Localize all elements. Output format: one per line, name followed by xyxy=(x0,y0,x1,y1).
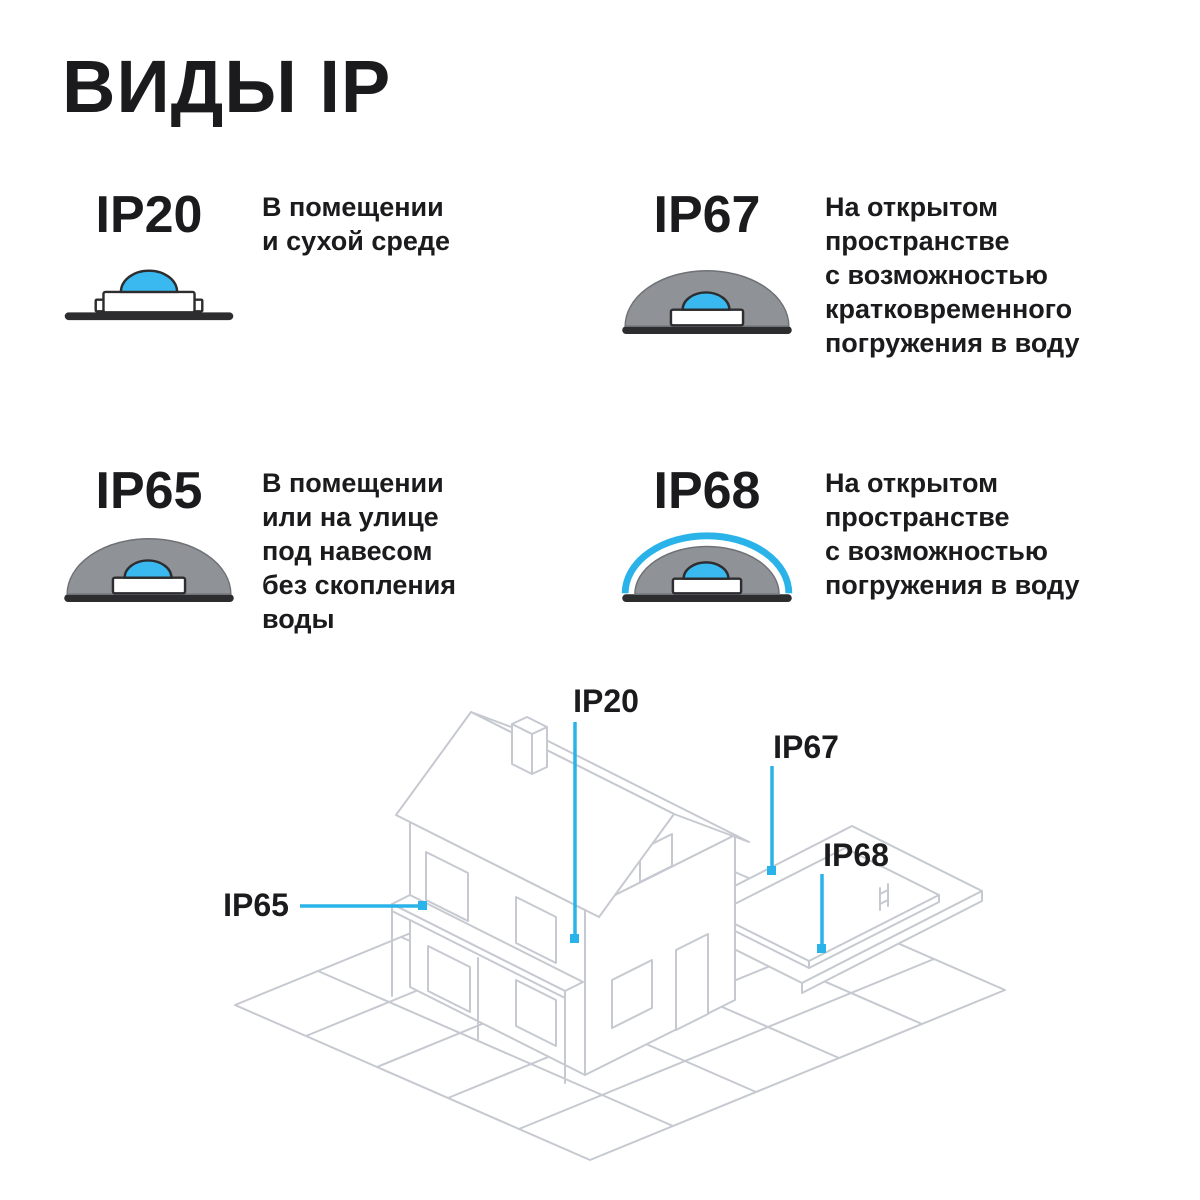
leader-lines xyxy=(300,722,826,953)
house xyxy=(391,711,750,1084)
gray-dome-strip-icon xyxy=(64,538,234,603)
canopy xyxy=(391,894,584,1084)
diagram-label-ip67: IP67 xyxy=(773,729,839,765)
rating-description-ip68: На открытом пространстве с возможностью … xyxy=(825,468,1080,600)
rating-description-ip65: В помещении или на улице под навесом без… xyxy=(262,468,457,634)
blue-sealed-dome-strip-icon xyxy=(621,532,793,603)
diagram-label-ip20: IP20 xyxy=(573,683,639,719)
rating-ip65: IP65 xyxy=(60,462,238,604)
gray-dome-strip-icon xyxy=(622,270,792,335)
rating-code-ip68: IP68 xyxy=(653,462,761,520)
leader-ip67 xyxy=(767,766,776,875)
house-illustration: IP20 IP67 IP68 IP65 xyxy=(223,683,1006,1161)
leader-ip20 xyxy=(570,722,579,943)
leader-ip65 xyxy=(300,901,427,910)
rating-code-ip20: IP20 xyxy=(95,186,203,244)
rating-description-ip20: В помещении и сухой среде xyxy=(262,192,451,256)
chimney xyxy=(511,716,548,775)
pool-terrace xyxy=(671,825,983,994)
rating-ip68: IP68 xyxy=(618,462,796,604)
rating-code-ip65: IP65 xyxy=(95,462,203,520)
diagram-label-ip65: IP65 xyxy=(223,887,289,923)
bare-led-strip-icon xyxy=(64,269,234,321)
rating-code-ip67: IP67 xyxy=(653,186,761,244)
pool-ladder-icon xyxy=(879,883,889,911)
leader-ip68 xyxy=(817,874,826,953)
rating-ip67: IP67 xyxy=(618,186,796,336)
rating-ip20: IP20 xyxy=(60,186,238,322)
diagram-label-ip68: IP68 xyxy=(823,837,889,873)
rating-description-ip67: На открытом пространстве с возможностью … xyxy=(825,192,1080,358)
page-title: ВИДЫ IP xyxy=(62,45,392,128)
